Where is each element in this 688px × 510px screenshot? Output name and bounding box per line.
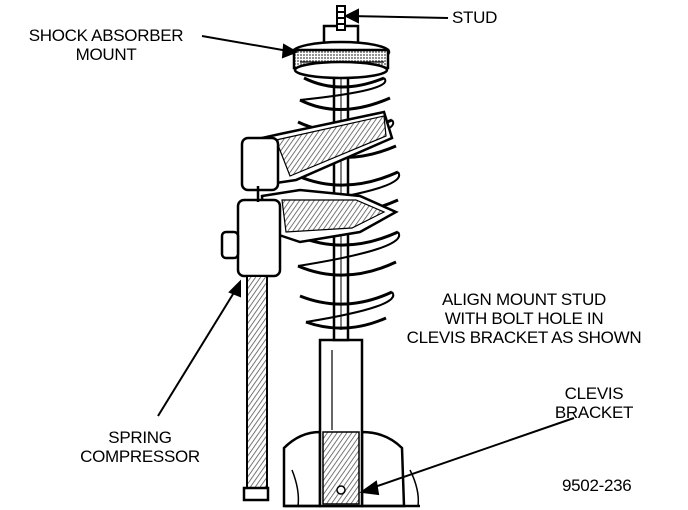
strut-body-drawing [318,338,364,508]
spring-compressor-line1: SPRING [108,428,172,447]
clevis-bracket-line2: BRACKET [554,403,634,422]
align-note-line1: ALIGN MOUNT STUD [442,290,606,309]
align-note-label: ALIGN MOUNT STUD WITH BOLT HOLE IN CLEVI… [380,290,668,347]
align-note-line2: WITH BOLT HOLE IN [444,309,604,328]
compressor-jaws-drawing [242,110,399,244]
shock-absorber-mount-line1: SHOCK ABSORBER [28,26,184,45]
spring-compressor-drawing [220,136,282,502]
clevis-bracket-line1: CLEVIS [564,384,624,403]
align-note-line3: CLEVIS BRACKET AS SHOWN [406,328,642,347]
stud-text: STUD [452,8,498,27]
figure-number: 9502-236 [562,476,632,495]
shock-absorber-mount-line2: MOUNT [75,45,137,64]
spring-compressor-line2: COMPRESSOR [80,447,200,466]
stud-drawing [336,5,346,31]
leader-lines [157,8,575,496]
shock-mount-drawing [291,24,391,80]
shock-absorber-mount-label: SHOCK ABSORBER MOUNT [8,26,204,64]
stud-label: STUD [452,8,497,27]
figure-number-text: 9502-236 [562,476,632,495]
clevis-bracket-label: CLEVIS BRACKET [544,384,644,422]
spring-compressor-label: SPRING COMPRESSOR [70,428,210,466]
